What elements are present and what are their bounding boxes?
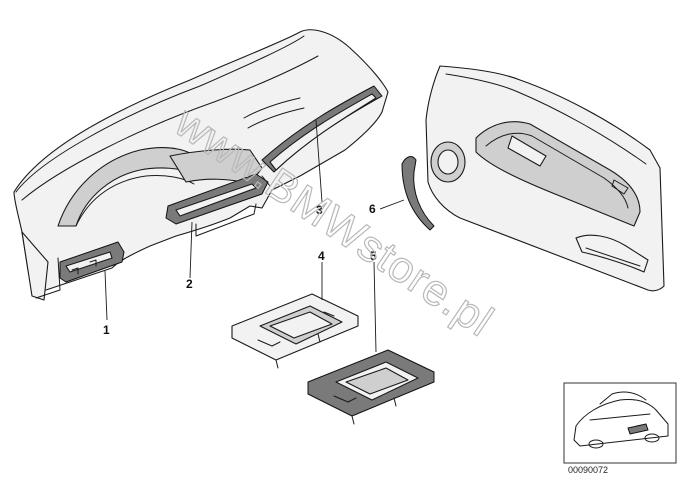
callout-6: 6 xyxy=(369,202,376,216)
vehicle-thumbnail xyxy=(563,382,677,464)
callout-4: 4 xyxy=(318,249,325,263)
diagram-number: 00090072 xyxy=(568,465,608,475)
console-trim-5 xyxy=(307,349,435,425)
callout-2: 2 xyxy=(186,277,193,291)
callout-1: 1 xyxy=(103,323,110,337)
console-trim-4 xyxy=(231,293,359,369)
leader-lines xyxy=(104,119,405,353)
dashboard-assembly xyxy=(13,29,389,301)
trim-left-dash xyxy=(59,241,125,283)
callout-3: 3 xyxy=(316,203,323,217)
trim-center-dash xyxy=(165,173,269,237)
door-panel-assembly xyxy=(401,65,665,292)
callout-5: 5 xyxy=(370,249,377,263)
trim-door xyxy=(401,156,435,231)
trim-passenger-dash xyxy=(261,85,383,187)
